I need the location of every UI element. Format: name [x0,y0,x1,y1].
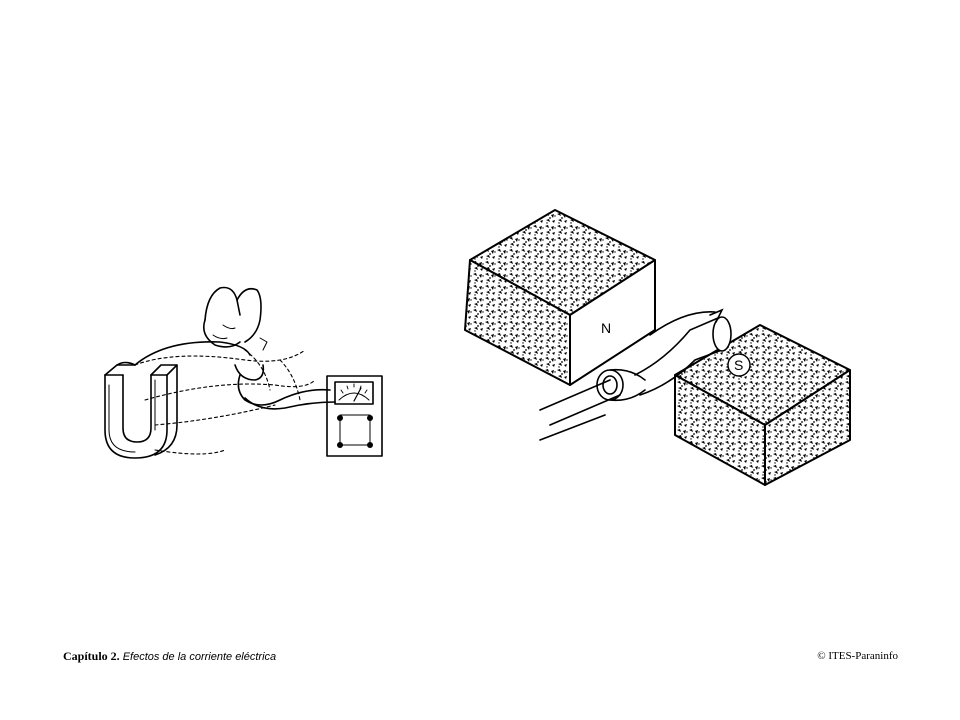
south-pole-label: S [734,357,743,373]
south-magnet-block [674,324,851,486]
chapter-label: Capítulo 2. [63,649,120,663]
chapter-title: Efectos de la corriente eléctrica [122,651,277,663]
field-lines [134,349,316,455]
hand-drawing [202,286,268,351]
rotating-conductor [539,308,732,441]
magnet-galvanometer-illustration [104,286,383,459]
conductor-wire [134,341,336,410]
north-magnet-block [464,209,656,386]
copyright-notice: © ITES-Paraninfo [817,650,898,662]
chapter-footer: Capítulo 2. Efectos de la corriente eléc… [63,648,276,665]
rotating-conductor-illustration: N S [464,209,851,486]
horseshoe-magnet [104,361,178,459]
galvanometer [326,375,383,457]
north-pole-label: N [601,320,611,336]
